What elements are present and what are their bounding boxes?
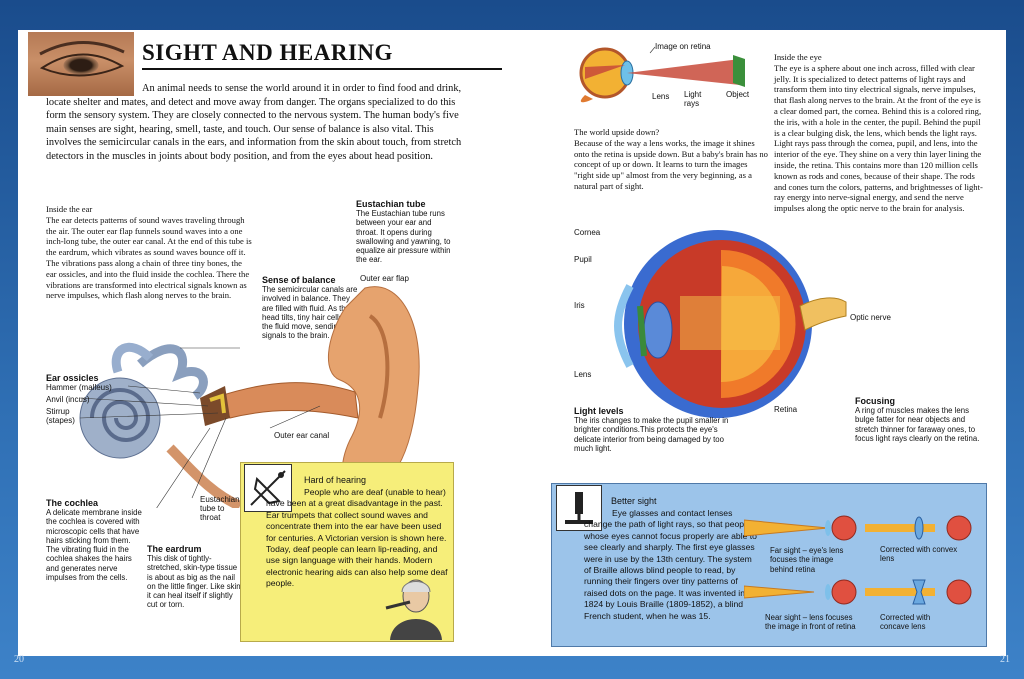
hard-of-hearing-title: Hard of hearing (304, 475, 367, 485)
stirrup-label: Stirrup (stapes) (46, 407, 75, 425)
intro-paragraph: An animal needs to sense the world aroun… (46, 83, 462, 162)
inside-eye-section: Inside the eye The eye is a sphere about… (774, 52, 986, 214)
far-sight-diagram (744, 515, 857, 541)
inside-ear-text: The ear detects patterns of sound waves … (46, 214, 252, 301)
focusing-section: Focusing A ring of muscles makes the len… (855, 396, 985, 443)
better-sight-title: Better sight (611, 496, 657, 506)
light-levels-section: Light levels The iris changes to make th… (574, 406, 740, 453)
victorian-man-illustration (385, 579, 442, 640)
eye-photo-art (39, 41, 125, 77)
hammer-label: Hammer (malleus) (46, 383, 112, 392)
optic-nerve-label: Optic nerve (850, 313, 891, 322)
eardrum-section: The eardrum This disk of tightly-stretch… (147, 544, 243, 610)
microscope-icon (556, 485, 602, 531)
convex-label: Corrected with convex lens (880, 545, 958, 564)
concave-diagram (865, 579, 972, 605)
focusing-text: A ring of muscles makes the lens bulge f… (855, 406, 980, 443)
balance-title: Sense of balance (262, 275, 336, 285)
cochlea-section: The cochlea A delicate membrane inside t… (46, 498, 142, 582)
eardrum-text: This disk of tightly-stretched, skin-typ… (147, 554, 243, 610)
convex-diagram (865, 515, 972, 541)
near-sight-label: Near sight – lens focuses the image in f… (765, 613, 856, 632)
iris-label: Iris (574, 301, 585, 310)
inside-eye-title: Inside the eye (774, 52, 822, 62)
retina-label: Retina (774, 405, 798, 414)
cochlea-text: A delicate membrane inside the cochlea i… (46, 508, 142, 583)
page-number-left: 20 (14, 654, 24, 665)
eye-closeup-photo (28, 32, 134, 96)
better-sight-text: Eye glasses and contact lenses change th… (584, 508, 757, 621)
cochlea-title: The cochlea (46, 498, 99, 508)
outer-ear-canal-label: Outer ear canal (274, 431, 330, 440)
eustachian-text: The Eustachian tube runs between your ea… (356, 209, 451, 265)
focusing-title: Focusing (855, 396, 895, 406)
page-title: SIGHT AND HEARING (142, 40, 393, 65)
eustachian-title: Eustachian tube (356, 199, 426, 209)
pupil-label: Pupil (574, 255, 592, 264)
retina-lens-label: Lens (652, 92, 670, 101)
light-levels-text: The iris changes to make the pupil small… (574, 416, 729, 453)
inside-ear-section: Inside the ear The ear detects patterns … (46, 204, 252, 301)
image-on-retina-label: Image on retina (655, 42, 711, 51)
ear-trumpet-icon (244, 464, 292, 512)
anvil-label: Anvil (incus) (46, 395, 90, 404)
balance-text: The semicircular canals are involved in … (262, 285, 358, 341)
upside-down-title: The world upside down? (574, 127, 660, 137)
eustachian-throat-label: Eustachian tube to throat (200, 495, 240, 522)
page-number-right: 21 (1000, 654, 1010, 665)
lens-label: Lens (574, 370, 592, 379)
hard-of-hearing-text: People who are deaf (unable to hear) hav… (266, 487, 448, 589)
light-levels-title: Light levels (574, 406, 624, 416)
ossicles-title: Ear ossicles (46, 373, 99, 383)
eyeball-cross-section (614, 230, 847, 418)
title-rule (142, 68, 502, 70)
inside-ear-title: Inside the ear (46, 204, 93, 214)
eustachian-section: Eustachian tube The Eustachian tube runs… (356, 199, 452, 265)
light-rays-label: Light rays (684, 90, 702, 108)
near-sight-diagram (744, 579, 857, 605)
cornea-label: Cornea (574, 228, 601, 237)
far-sight-label: Far sight – eye's lens focuses the image… (770, 546, 844, 574)
balance-section: Sense of balance The semicircular canals… (262, 275, 358, 341)
inside-eye-text: The eye is a sphere about one inch acros… (774, 62, 983, 214)
eardrum-title: The eardrum (147, 544, 202, 554)
upside-down-section: The world upside down? Because of the wa… (574, 127, 768, 192)
concave-label: Corrected with concave lens (880, 613, 931, 632)
better-sight-box (551, 483, 987, 647)
object-label: Object (726, 90, 750, 99)
ossicles-labels: Ear ossicles Hammer (malleus) Anvil (inc… (46, 373, 146, 425)
ear-illustration (79, 286, 420, 508)
outer-ear-flap-label: Outer ear flap (360, 274, 409, 283)
retina-diagram (579, 46, 745, 103)
upside-down-text: Because of the way a lens works, the ima… (574, 137, 768, 191)
